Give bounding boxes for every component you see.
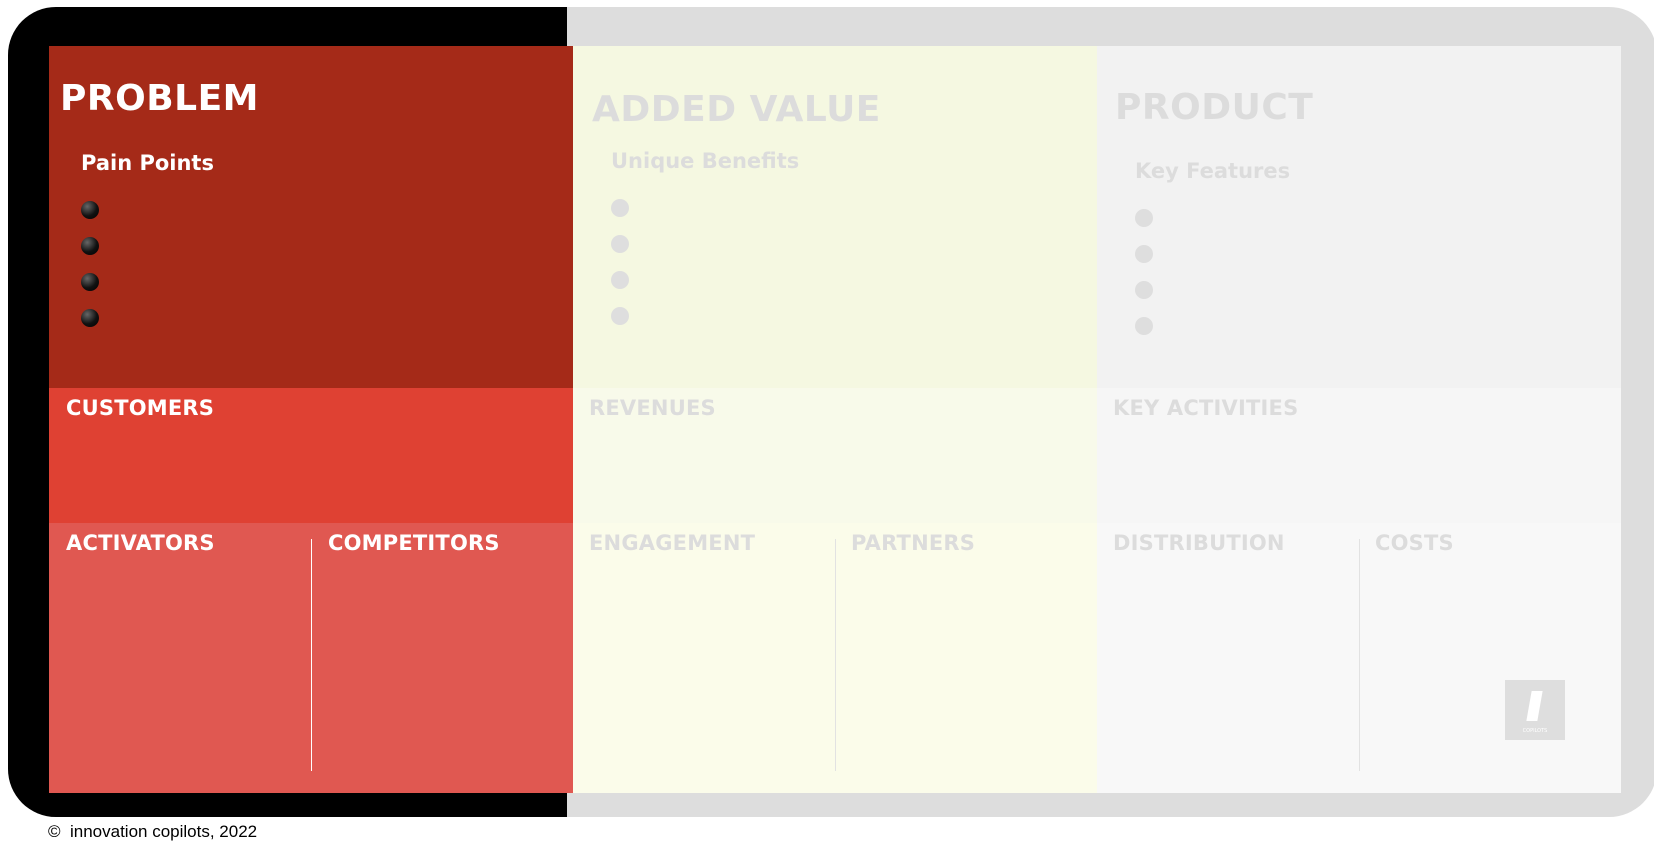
distribution-costs-divider [1359, 539, 1360, 771]
key-activities-section[interactable]: KEY ACTIVITIES [1097, 388, 1621, 523]
key-features-list [1135, 209, 1153, 353]
distribution-title: DISTRIBUTION [1113, 531, 1285, 555]
costs-title: COSTS [1375, 531, 1454, 555]
activators-title: ACTIVATORS [66, 531, 215, 555]
unique-benefits-list [611, 199, 629, 343]
distribution-costs-row: DISTRIBUTION COSTS [1097, 523, 1621, 793]
customers-section[interactable]: CUSTOMERS [49, 388, 573, 523]
pain-point-bullet[interactable] [81, 273, 99, 291]
revenues-section[interactable]: REVENUES [573, 388, 1097, 523]
key-activities-title: KEY ACTIVITIES [1113, 396, 1299, 420]
copyright-icon: © [48, 822, 61, 841]
distribution-section[interactable]: DISTRIBUTION [1097, 523, 1359, 793]
activators-section[interactable]: ACTIVATORS [49, 523, 311, 793]
key-feature-bullet[interactable] [1135, 209, 1153, 227]
logo-caption: COPILOTS [1522, 728, 1548, 734]
copyright-text: innovation copilots, 2022 [69, 822, 258, 841]
key-features-subtitle: Key Features [1135, 159, 1291, 183]
unique-benefits-subtitle: Unique Benefits [611, 149, 800, 173]
pain-point-bullet[interactable] [81, 201, 99, 219]
engagement-title: ENGAGEMENT [589, 531, 756, 555]
engagement-section[interactable]: ENGAGEMENT [573, 523, 835, 793]
pain-point-bullet[interactable] [81, 237, 99, 255]
key-feature-bullet[interactable] [1135, 281, 1153, 299]
activators-competitors-row: ACTIVATORS COMPETITORS [49, 523, 573, 793]
pain-points-subtitle: Pain Points [81, 151, 214, 175]
canvas-board: PROBLEM Pain Points CUSTOMERS ACTIVATORS… [49, 46, 1621, 793]
partners-title: PARTNERS [851, 531, 976, 555]
customers-title: CUSTOMERS [66, 396, 215, 420]
unique-benefit-bullet[interactable] [611, 307, 629, 325]
logo-glyph [1526, 691, 1543, 721]
competitors-title: COMPETITORS [328, 531, 500, 555]
costs-section[interactable]: COSTS [1360, 523, 1621, 793]
key-feature-bullet[interactable] [1135, 245, 1153, 263]
key-feature-bullet[interactable] [1135, 317, 1153, 335]
partners-section[interactable]: PARTNERS [836, 523, 1097, 793]
product-section[interactable]: PRODUCT Key Features [1097, 46, 1621, 388]
competitors-section[interactable]: COMPETITORS [312, 523, 573, 793]
problem-section[interactable]: PROBLEM Pain Points [49, 46, 573, 388]
product-title: PRODUCT [1115, 87, 1314, 128]
canvas-frame: PROBLEM Pain Points CUSTOMERS ACTIVATORS… [8, 7, 1654, 817]
revenues-title: REVENUES [589, 396, 716, 420]
unique-benefit-bullet[interactable] [611, 235, 629, 253]
engagement-partners-divider [835, 539, 836, 771]
innovation-copilots-logo-icon: COPILOTS [1505, 680, 1565, 740]
activators-competitors-divider [311, 539, 312, 771]
unique-benefit-bullet[interactable] [611, 271, 629, 289]
pain-point-bullet[interactable] [81, 309, 99, 327]
unique-benefit-bullet[interactable] [611, 199, 629, 217]
added-value-section[interactable]: ADDED VALUE Unique Benefits [573, 46, 1097, 388]
added-value-title: ADDED VALUE [592, 89, 881, 130]
pain-points-list [81, 201, 99, 345]
problem-title: PROBLEM [60, 78, 260, 119]
engagement-partners-row: ENGAGEMENT PARTNERS [573, 523, 1097, 793]
copyright-footer: © innovation copilots, 2022 [48, 822, 257, 842]
